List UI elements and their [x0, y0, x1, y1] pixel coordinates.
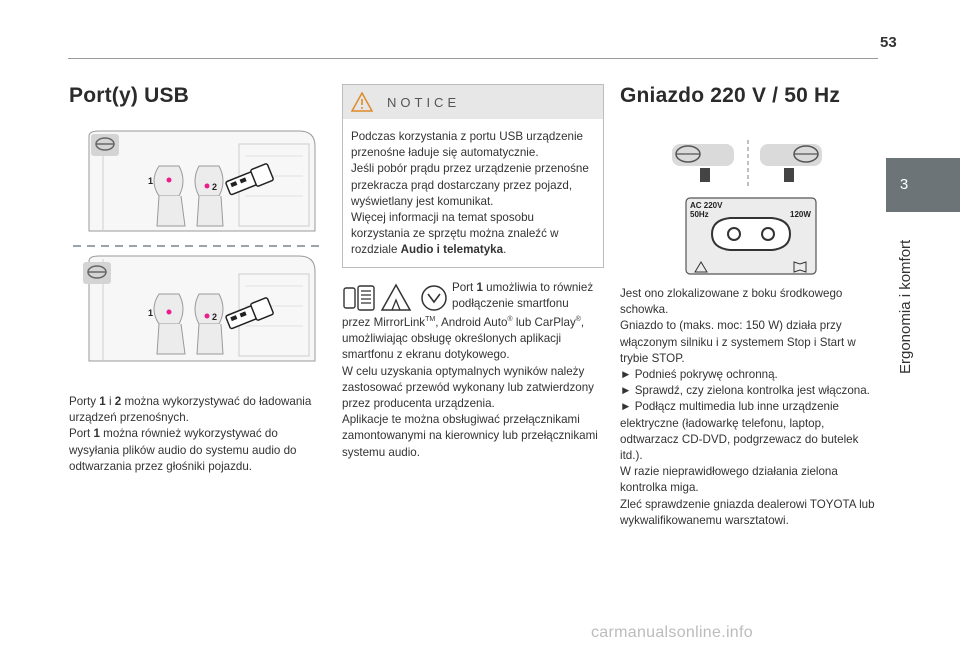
text-run: Port [69, 427, 94, 441]
text-run: , Android Auto [435, 315, 508, 329]
port-ref: 1 [476, 280, 483, 294]
port-2-label: 2 [212, 182, 217, 192]
usb-description: Porty 1 i 2 można wykorzystywać do ładow… [69, 394, 325, 475]
socket-line: W razie nieprawidłowego działania zielon… [620, 465, 838, 495]
text-run: Port [452, 280, 477, 294]
mirroring-body: umożliwiając obsługę określonych aplikac… [342, 332, 598, 459]
usb-plug-icon [225, 163, 274, 196]
port-1-label: 1 [148, 176, 153, 186]
port-ref: 1 [93, 427, 100, 441]
trademark-sup: ® [507, 316, 513, 324]
usb-paragraph: Porty 1 i 2 można wykorzystywać do ładow… [69, 394, 325, 426]
steering-wheel-icon [672, 144, 734, 182]
car-top-illustration [88, 255, 316, 362]
trademark-sup: ® [575, 316, 581, 324]
notice-box: NOTICE Podczas korzystania z portu USB u… [342, 84, 604, 268]
mirroring-line: Port 1 umożliwia to również [452, 280, 604, 296]
car-top-illustration [88, 130, 316, 232]
socket-line: Jest ono zlokalizowane z boku środkowego… [620, 287, 843, 317]
port-ref: 2 [114, 395, 122, 408]
chapter-reference: Audio i telematyka [400, 243, 504, 257]
port-1-label: 1 [148, 308, 153, 318]
power-label: 120W [790, 210, 811, 219]
chapter-tab[interactable] [886, 158, 960, 212]
socket-line: Gniazdo to (maks. moc: 150 W) działa prz… [620, 319, 856, 365]
socket-step: ► Podnieś pokrywę ochronną. [620, 368, 778, 382]
text-run: , [580, 315, 585, 329]
steering-wheel-icon [91, 134, 119, 156]
power-outlet-icon [685, 197, 817, 275]
text-run: przez MirrorLink [342, 315, 426, 329]
text-run: lub CarPlay [512, 315, 576, 329]
voltage-label: AC 220V [690, 201, 723, 210]
usb-plug-icon [225, 297, 274, 330]
text-run: Podczas korzystania z portu USB urządzen… [351, 130, 589, 257]
socket-heading: Gniazdo 220 V / 50 Hz [620, 84, 841, 107]
port-2-label: 2 [212, 312, 217, 322]
mirroring-line: przez MirrorLinkTM, Android Auto® lub Ca… [342, 312, 604, 331]
mirroring-line: podłączenie smartfonu [452, 296, 569, 310]
warning-triangle-icon [351, 92, 373, 112]
port-2-marker [204, 313, 210, 319]
notice-text: Podczas korzystania z portu USB urządzen… [343, 119, 603, 267]
trademark-sup: TM [425, 316, 436, 324]
socket-line: Zleć sprawdzenie gniazda dealerowi TOYOT… [620, 497, 875, 527]
notice-header: NOTICE [343, 85, 603, 119]
usb-ports-illustration: 1 2 1 2 [73, 130, 325, 362]
text-run: . [503, 243, 507, 257]
chapter-number: 3 [899, 176, 909, 193]
text-run: Porty [69, 395, 100, 408]
socket-illustration: AC 220V 50Hz 120W [672, 140, 822, 275]
header-rule [68, 58, 878, 59]
usb-heading: Port(y) USB [69, 84, 190, 107]
mirroring-paragraph: Port 1 umożliwia to również podłączenie … [342, 280, 604, 461]
socket-step: ► Sprawdź, czy zielona kontrolka jest wł… [620, 384, 870, 398]
frequency-label: 50Hz [690, 210, 709, 219]
page-number: 53 [880, 34, 897, 51]
text-run: umożliwia to również [482, 280, 594, 294]
notice-section: NOTICE Podczas korzystania z portu USB u… [342, 84, 604, 461]
chapter-title-wrap: Ergonomia i komfort [893, 216, 919, 376]
steering-wheel-icon [760, 144, 822, 182]
chapter-title: Ergonomia i komfort [897, 239, 914, 374]
notice-title: NOTICE [387, 94, 461, 110]
steering-wheel-icon [83, 262, 111, 284]
port-2-marker [204, 183, 210, 189]
port-1-marker [166, 177, 172, 183]
usb-paragraph: Port 1 można również wykorzystywać do wy… [69, 426, 325, 475]
smartphone-mirroring-icons [343, 283, 447, 311]
text-run: można wykorzystywać do ładowania urządze… [69, 395, 312, 425]
usb-section: Port(y) USB 1 2 [69, 84, 325, 475]
port-ref: 1 [99, 395, 106, 408]
intro-lines: Port 1 umożliwia to również podłączenie … [342, 280, 604, 312]
carplay-icon [421, 284, 447, 311]
text-run: można również wykorzystywać do wysyłania… [69, 427, 297, 473]
port-1-marker [166, 309, 172, 315]
text-run: i [105, 395, 115, 408]
socket-description: Jest ono zlokalizowane z boku środkowego… [620, 286, 882, 529]
watermark: carmanualsonline.info [591, 624, 753, 641]
phone-screen-icon [343, 284, 375, 311]
socket-step: ► Podłącz multimedia lub inne urządzenie… [620, 400, 859, 463]
android-auto-icon [380, 283, 412, 311]
socket-section: Gniazdo 220 V / 50 Hz AC 220V 50Hz 120W [620, 84, 882, 529]
